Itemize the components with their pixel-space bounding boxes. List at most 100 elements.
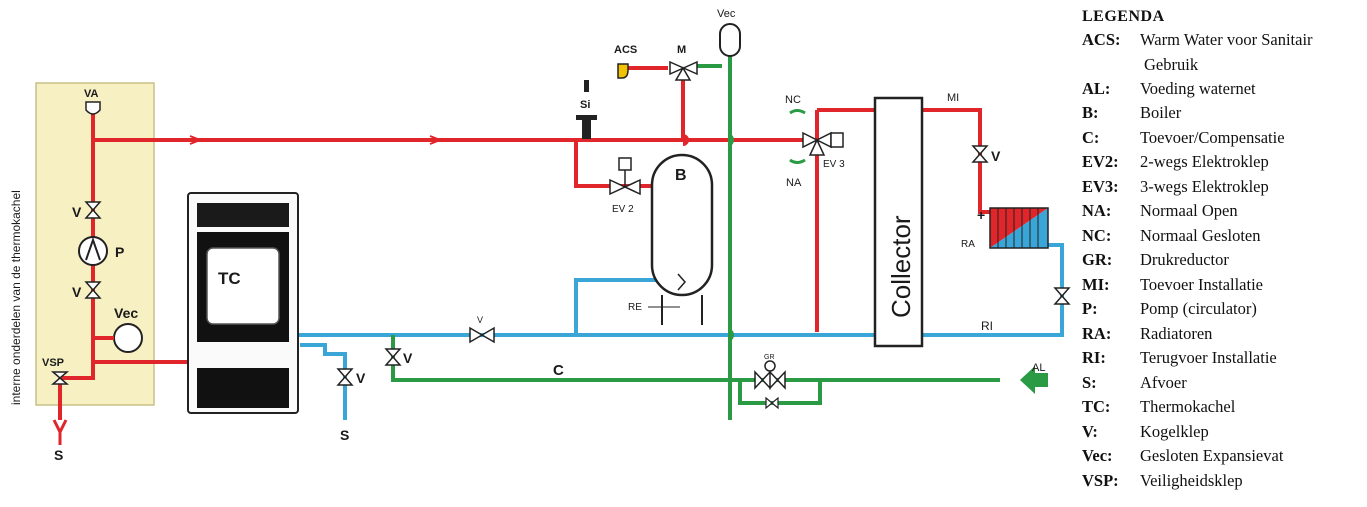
expansion-vessel-top-icon (719, 23, 741, 57)
acs-label: ACS (614, 44, 637, 56)
legend-abbr: VSP: (1082, 470, 1119, 490)
si-cap (576, 115, 597, 120)
drain-icon (52, 419, 68, 445)
ev2-label: EV 2 (612, 204, 634, 215)
tap-icon (617, 63, 629, 79)
legend-title: LEGENDA (1082, 8, 1165, 25)
legend-item: NA: Normaal Open (1082, 199, 1364, 224)
ri-valve-icon (1053, 287, 1071, 305)
v-label-4: V (403, 350, 413, 366)
mi-valve-icon (971, 145, 989, 163)
legend-desc: Toevoer Installatie (1140, 274, 1264, 294)
legend-desc: Normaal Open (1140, 201, 1238, 220)
legend-desc: Kogelklep (1140, 421, 1209, 441)
legend-abbr: RI: (1082, 348, 1106, 367)
legend-desc: Normaal Gesloten (1140, 225, 1261, 245)
b-label: B (675, 167, 687, 184)
legend-abbr: EV2: (1082, 152, 1119, 171)
expansion-vessel-icon (113, 323, 143, 353)
legend-item: C:Toevoer/Compensatie (1082, 126, 1364, 151)
mixing-valve-icon (669, 60, 698, 81)
legend-abbr: GR: (1082, 250, 1113, 269)
gr-label: GR (764, 354, 775, 361)
al-label: AL (1032, 362, 1045, 374)
legend-desc: Radiatoren (1140, 323, 1213, 343)
tc-label: TC (218, 269, 241, 288)
legend-abbr: B: (1082, 103, 1099, 122)
legend-abbr: RA: (1082, 323, 1112, 343)
legend-abbr: EV3: (1082, 176, 1119, 196)
radiator-icon (989, 207, 1049, 249)
na-arc (789, 158, 806, 164)
m-label: M (677, 44, 686, 56)
legend-desc: Pomp (circulator) (1140, 299, 1257, 318)
legend-desc: Drukreductor (1140, 250, 1229, 269)
legend-item: EV2: 2-wegs Elektroklep (1082, 150, 1364, 175)
legend-item: S: Afvoer (1082, 371, 1364, 396)
legend-abbr: ACS: (1082, 30, 1121, 49)
gr-gauge (764, 360, 776, 372)
gr-bypass-valve (765, 396, 779, 410)
ev2-actuator (618, 157, 632, 171)
legend-abbr: NA: (1082, 201, 1112, 220)
air-vent-icon (85, 101, 101, 115)
legend-item: V: Kogelklep (1082, 420, 1364, 445)
legend-abbr: MI: (1082, 274, 1110, 294)
legend-item: NC:Normaal Gesloten (1082, 224, 1364, 249)
ev3-label: EV 3 (823, 159, 845, 170)
legend-desc: Warm Water voor Sanitair (1140, 30, 1313, 49)
ev3-actuator (830, 132, 844, 148)
safety-valve-icon (50, 371, 70, 385)
legend-item: RI: Terugvoer Installatie (1082, 346, 1364, 371)
legend-desc: 2-wegs Elektroklep (1140, 152, 1269, 171)
vec-label-top: Vec (717, 8, 736, 20)
legend-item: AL:Voeding waternet (1082, 77, 1364, 102)
mi-label: MI (947, 92, 959, 104)
pipe-crossings (682, 134, 734, 341)
v-label-6: V (991, 148, 1001, 164)
legend-abbr: Vec: (1082, 446, 1113, 465)
legend-desc: Veiligheidsklep (1140, 470, 1243, 490)
re-label: RE (628, 302, 642, 313)
legend-desc: Thermokachel (1140, 397, 1236, 416)
legend-abbr: V: (1082, 421, 1098, 441)
s-label-right: S (340, 427, 349, 443)
side-text: interne onderdelen van de thermokachel (9, 190, 23, 405)
si-icon (584, 80, 589, 92)
legend-abbr: C: (1082, 127, 1100, 147)
v-label-2: V (72, 284, 82, 300)
na-label: NA (786, 177, 802, 189)
legend-abbr: P: (1082, 299, 1098, 318)
collector-box (873, 96, 924, 348)
legend-desc: Terugvoer Installatie (1140, 348, 1277, 367)
va-label: VA (84, 88, 99, 100)
legend-desc: 3-wegs Elektroklep (1140, 176, 1269, 196)
legend-item: EV3: 3-wegs Elektroklep (1082, 175, 1364, 200)
vec-label-left: Vec (114, 305, 138, 321)
ball-valve-icon (84, 201, 102, 299)
si-label: Si (580, 99, 590, 111)
al-supply-arrow (1020, 366, 1048, 394)
v-label-3: V (356, 370, 366, 386)
si-body (582, 117, 591, 139)
return-valve-icon (469, 326, 495, 344)
legend-desc: Afvoer (1140, 372, 1187, 392)
legend-abbr: S: (1082, 372, 1097, 392)
ra-label: RA (961, 239, 975, 250)
legend-item: ACS: Warm Water voor Sanitair (1082, 28, 1364, 53)
legend-item: MI: Toevoer Installatie (1082, 273, 1364, 298)
boiler-icon (650, 153, 714, 325)
ri-label: RI (981, 319, 993, 333)
plus-label: + (977, 207, 985, 223)
drain-valve-icon (336, 368, 354, 386)
c-valve-icon (384, 348, 402, 366)
legend-desc-continued: Gebruik (1144, 54, 1199, 74)
pressure-reducer-icon (754, 370, 786, 390)
heating-schematic: interne onderdelen van de thermokachel (9, 8, 1071, 463)
legend-item: GR: Drukreductor (1082, 248, 1364, 273)
legend-item: RA: Radiatoren (1082, 322, 1364, 347)
legend-item: P: Pomp (circulator) (1082, 297, 1364, 322)
c-label: C (553, 362, 564, 379)
